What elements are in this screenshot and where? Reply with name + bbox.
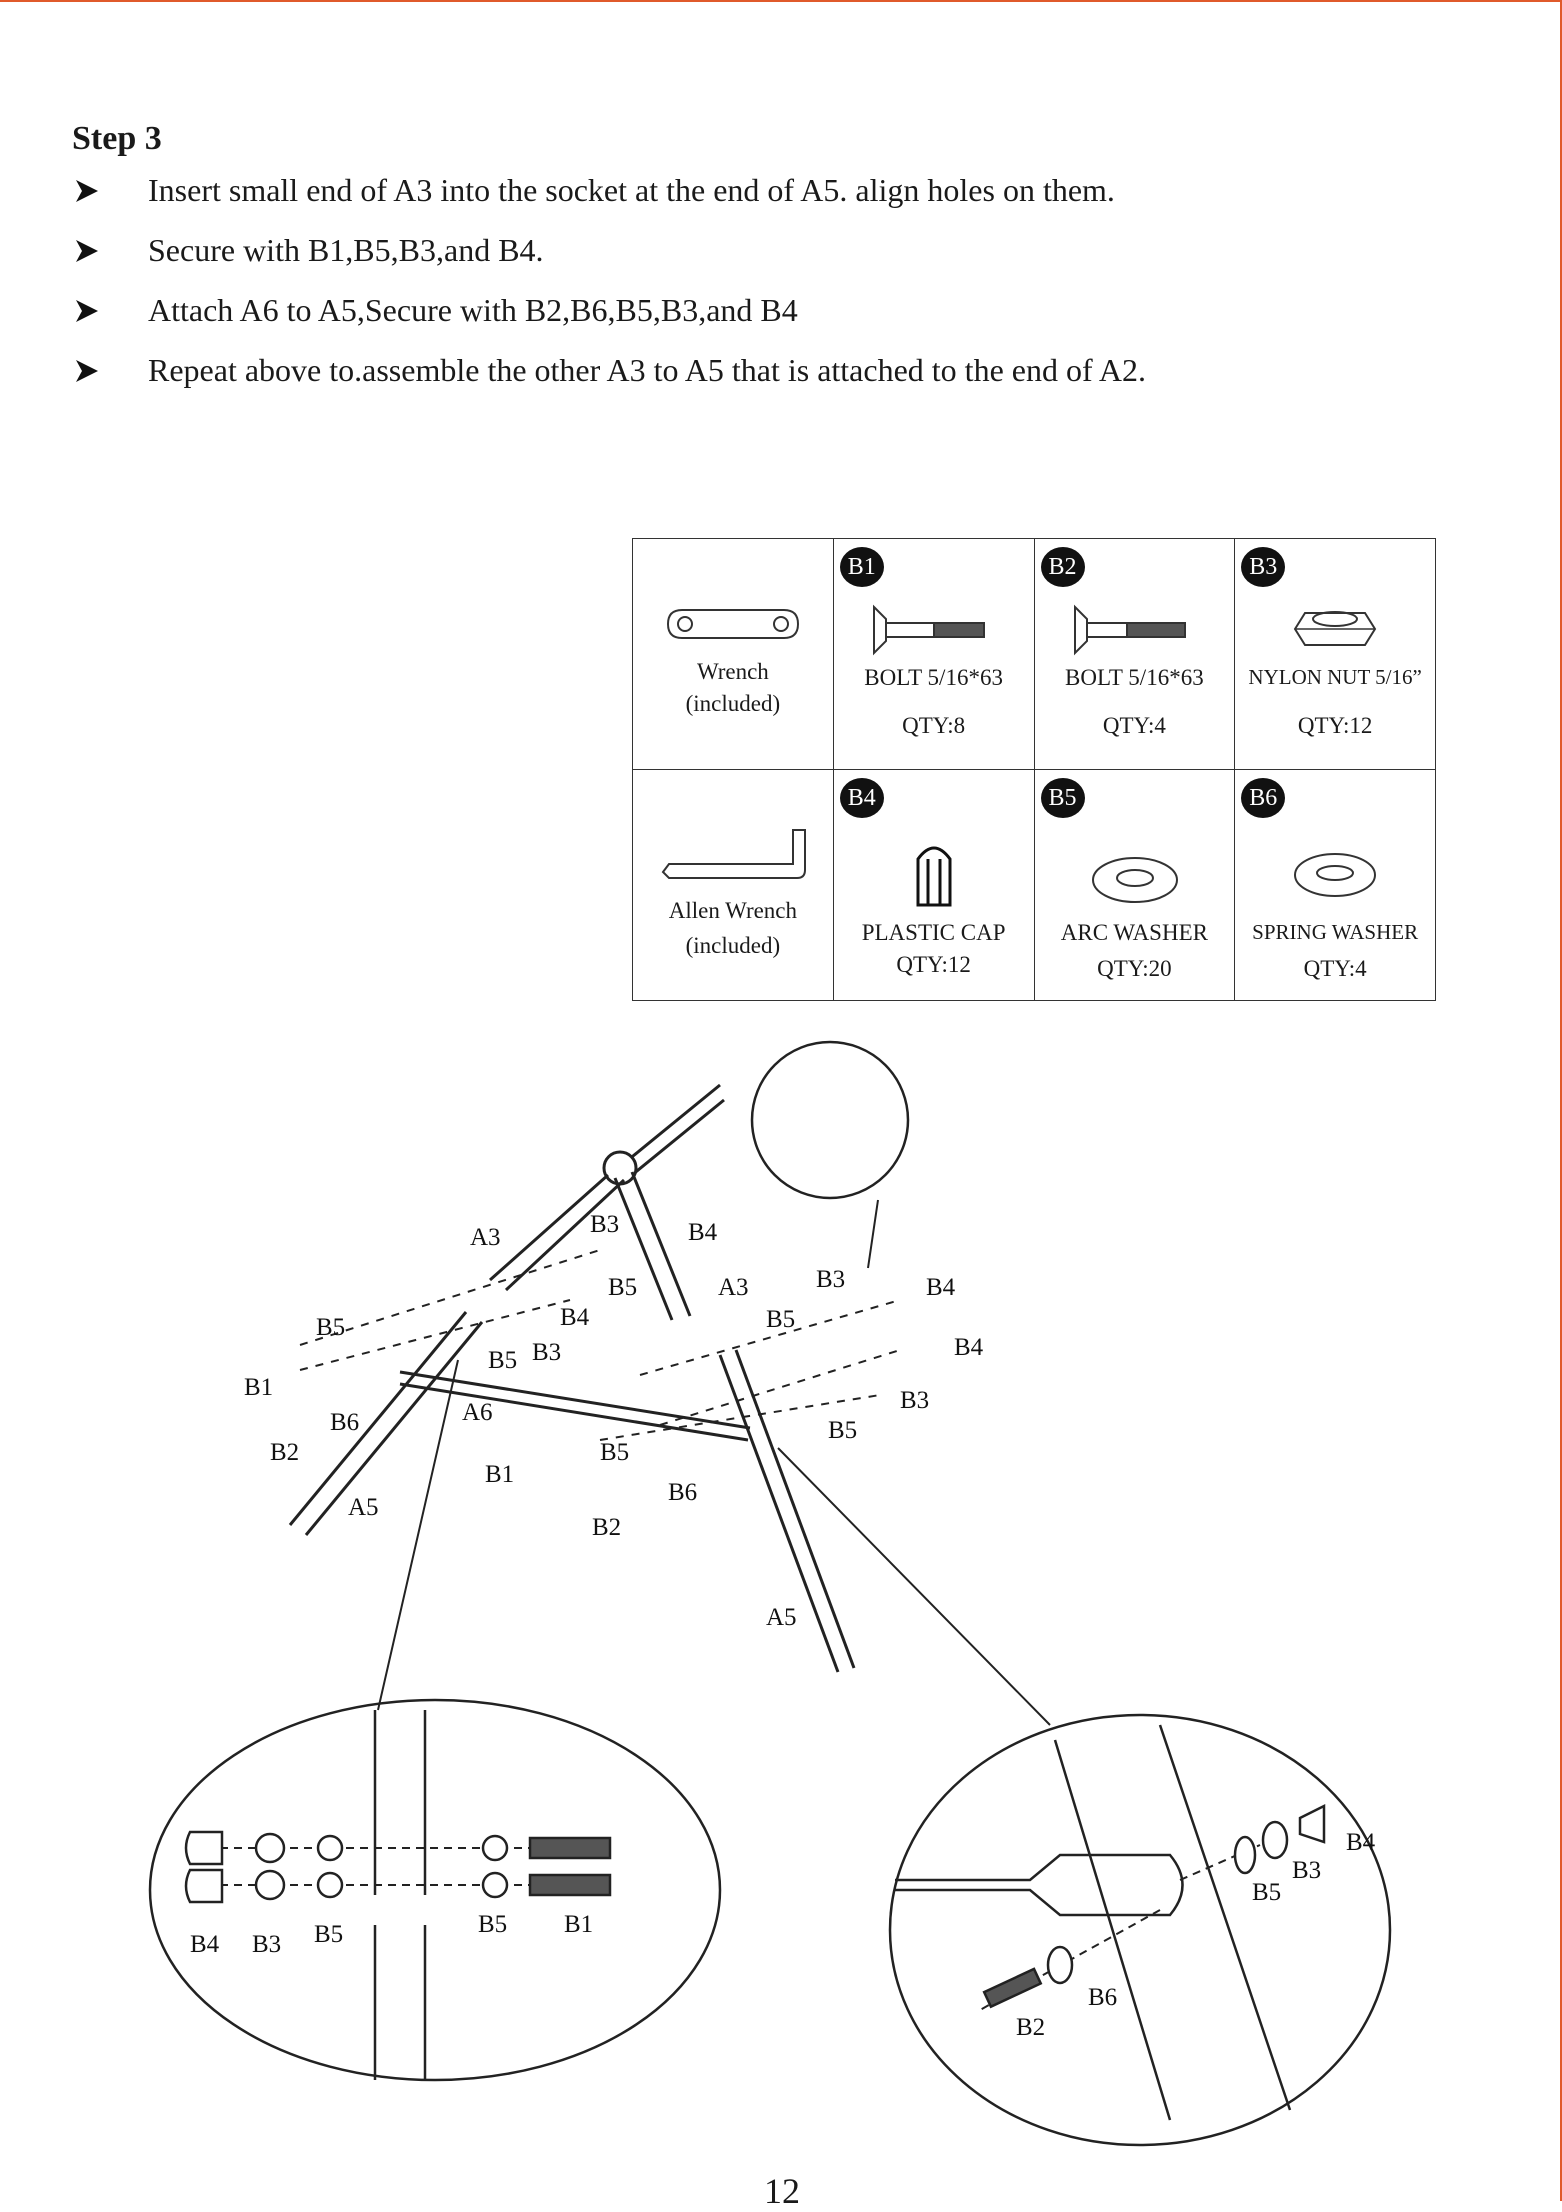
bolt-icon xyxy=(872,604,985,656)
part-cell-b2: B2 BOLT 5/16*63 QTY:4 xyxy=(1033,538,1236,770)
part-name: PLASTIC CAP xyxy=(861,920,1006,945)
instruction-text: Insert small end of A3 into the socket a… xyxy=(148,172,1115,208)
label-a3: A3 xyxy=(470,1224,501,1251)
label-b2: B2 xyxy=(1016,2014,1045,2041)
arrow-bullet-icon xyxy=(76,360,98,382)
cap-icon xyxy=(916,846,952,907)
instruction-text: Secure with B1,B5,B3,and B4. xyxy=(148,232,544,268)
label-b1: B1 xyxy=(244,1374,273,1401)
part-cell-b6: B6 SPRING WASHER QTY:4 xyxy=(1234,769,1436,1001)
part-name: BOLT 5/16*63 xyxy=(864,665,1003,690)
part-name: NYLON NUT 5/16” xyxy=(1248,665,1422,689)
label-b5: B5 xyxy=(488,1347,517,1374)
label-a5: A5 xyxy=(348,1494,379,1521)
part-qty: QTY:4 xyxy=(1102,713,1166,738)
label-b5: B5 xyxy=(600,1439,629,1466)
washer-icon xyxy=(1091,857,1178,903)
label-b3: B3 xyxy=(252,1931,281,1958)
part-badge: B4 xyxy=(839,778,884,818)
label-b3: B3 xyxy=(590,1211,619,1238)
label-b5: B5 xyxy=(1252,1879,1281,1906)
label-b6: B6 xyxy=(668,1479,697,1506)
label-b4: B4 xyxy=(688,1219,718,1246)
label-b3: B3 xyxy=(816,1266,845,1293)
bolt-icon xyxy=(1073,604,1186,656)
part-qty: QTY:8 xyxy=(902,713,966,738)
label-b4: B4 xyxy=(954,1334,984,1361)
part-name: BOLT 5/16*63 xyxy=(1065,665,1204,690)
part-name: Allen Wrench xyxy=(668,898,798,923)
part-cell-b1: B1 BOLT 5/16*63 QTY:8 xyxy=(832,538,1035,770)
part-badge: B6 xyxy=(1241,778,1286,818)
label-b6: B6 xyxy=(330,1409,359,1436)
part-qty: QTY:12 xyxy=(896,952,971,977)
label-b3: B3 xyxy=(532,1339,561,1366)
label-b3: B3 xyxy=(1292,1857,1321,1884)
label-b2: B2 xyxy=(592,1514,621,1541)
label-b4: B4 xyxy=(926,1274,956,1301)
part-badge: B2 xyxy=(1040,547,1085,587)
label-a6: A6 xyxy=(462,1399,493,1426)
label-b4: B4 xyxy=(190,1931,220,1958)
part-qty: (included) xyxy=(685,691,781,716)
nut-icon xyxy=(1294,611,1377,646)
label-b5: B5 xyxy=(828,1417,857,1444)
allen-wrench-icon xyxy=(661,829,806,879)
parts-row: Wrench (included) B1 BOLT 5/16*63 QTY:8 … xyxy=(632,538,1436,770)
part-qty: (included) xyxy=(685,933,781,958)
arrow-bullet-icon xyxy=(76,300,98,322)
label-b6: B6 xyxy=(1088,1984,1117,2011)
part-badge: B3 xyxy=(1241,547,1286,587)
label-b5: B5 xyxy=(314,1921,343,1948)
label-b4: B4 xyxy=(1346,1829,1376,1856)
part-name: SPRING WASHER xyxy=(1252,920,1419,944)
label-a3: A3 xyxy=(718,1274,749,1301)
part-name: ARC WASHER xyxy=(1060,920,1208,945)
label-b5: B5 xyxy=(316,1314,345,1341)
label-b2: B2 xyxy=(270,1439,299,1466)
label-a5: A5 xyxy=(766,1604,797,1631)
part-name: Wrench xyxy=(696,659,769,684)
label-b1: B1 xyxy=(564,1911,593,1938)
part-qty: QTY:20 xyxy=(1097,956,1172,981)
parts-table: Wrench (included) B1 BOLT 5/16*63 QTY:8 … xyxy=(632,538,1436,1001)
label-b3: B3 xyxy=(900,1387,929,1414)
washer-icon xyxy=(1294,853,1377,897)
step-title: Step 3 xyxy=(72,120,162,157)
instruction-text: Attach A6 to A5,Secure with B2,B6,B5,B3,… xyxy=(148,292,798,328)
wrench-icon xyxy=(666,609,800,639)
parts-row: Allen Wrench (included) B4 PLASTIC CAP Q… xyxy=(632,769,1436,1001)
page-number: 12 xyxy=(764,2171,800,2211)
part-cell-b3: B3 NYLON NUT 5/16” QTY:12 xyxy=(1234,538,1436,770)
label-b5: B5 xyxy=(478,1911,507,1938)
part-badge: B5 xyxy=(1040,778,1085,818)
part-qty: QTY:4 xyxy=(1303,956,1367,981)
part-cell-b4: B4 PLASTIC CAP QTY:12 xyxy=(832,769,1035,1001)
part-cell-wrench: Wrench (included) xyxy=(632,538,834,770)
label-b4: B4 xyxy=(560,1304,590,1331)
part-badge: B1 xyxy=(839,547,884,587)
label-b5: B5 xyxy=(766,1306,795,1333)
arrow-bullet-icon xyxy=(76,240,98,262)
arrow-bullet-icon xyxy=(76,180,98,202)
part-cell-allen-wrench: Allen Wrench (included) xyxy=(632,769,834,1001)
instruction-text: Repeat above to.assemble the other A3 to… xyxy=(148,352,1146,388)
label-b5: B5 xyxy=(608,1274,637,1301)
part-qty: QTY:12 xyxy=(1297,713,1373,738)
label-b1: B1 xyxy=(485,1461,514,1488)
